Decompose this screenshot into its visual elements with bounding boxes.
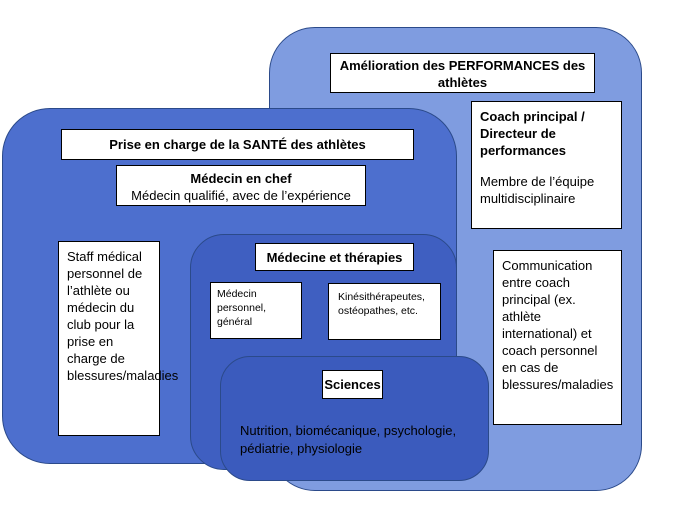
coach-title: Coach principal / Directeur de performan… — [480, 109, 585, 158]
performance-title: Amélioration des PERFORMANCES des athlèt… — [330, 53, 595, 93]
medecin-chef-text: Médecin qualifié, avec de l’expérience — [131, 188, 351, 203]
sante-title: Prise en charge de la SANTÉ des athlètes — [61, 129, 414, 160]
medecin-chef-title: Médecin en chef — [190, 171, 292, 186]
medecine-title: Médecine et thérapies — [255, 243, 414, 271]
staff-medical-box: Staff médical personnel de l’athlète ou … — [58, 241, 178, 436]
coach-box: Coach principal / Directeur de performan… — [471, 101, 622, 229]
medecin-personnel-box: Médecin personnel, général — [210, 282, 302, 339]
sciences-title: Sciences — [322, 370, 383, 399]
communication-box: Communication entre coach principal (ex.… — [493, 250, 622, 425]
sciences-text: Nutrition, biomécanique, psychologie, pé… — [240, 423, 457, 456]
medecin-chef-box: Médecin en chef Médecin qualifié, avec d… — [116, 165, 366, 206]
kinesitherapeutes-box: Kinésithérapeutes, ostéopathes, etc. — [328, 283, 441, 340]
coach-text: Membre de l’équipe multidisciplinaire — [480, 174, 595, 206]
